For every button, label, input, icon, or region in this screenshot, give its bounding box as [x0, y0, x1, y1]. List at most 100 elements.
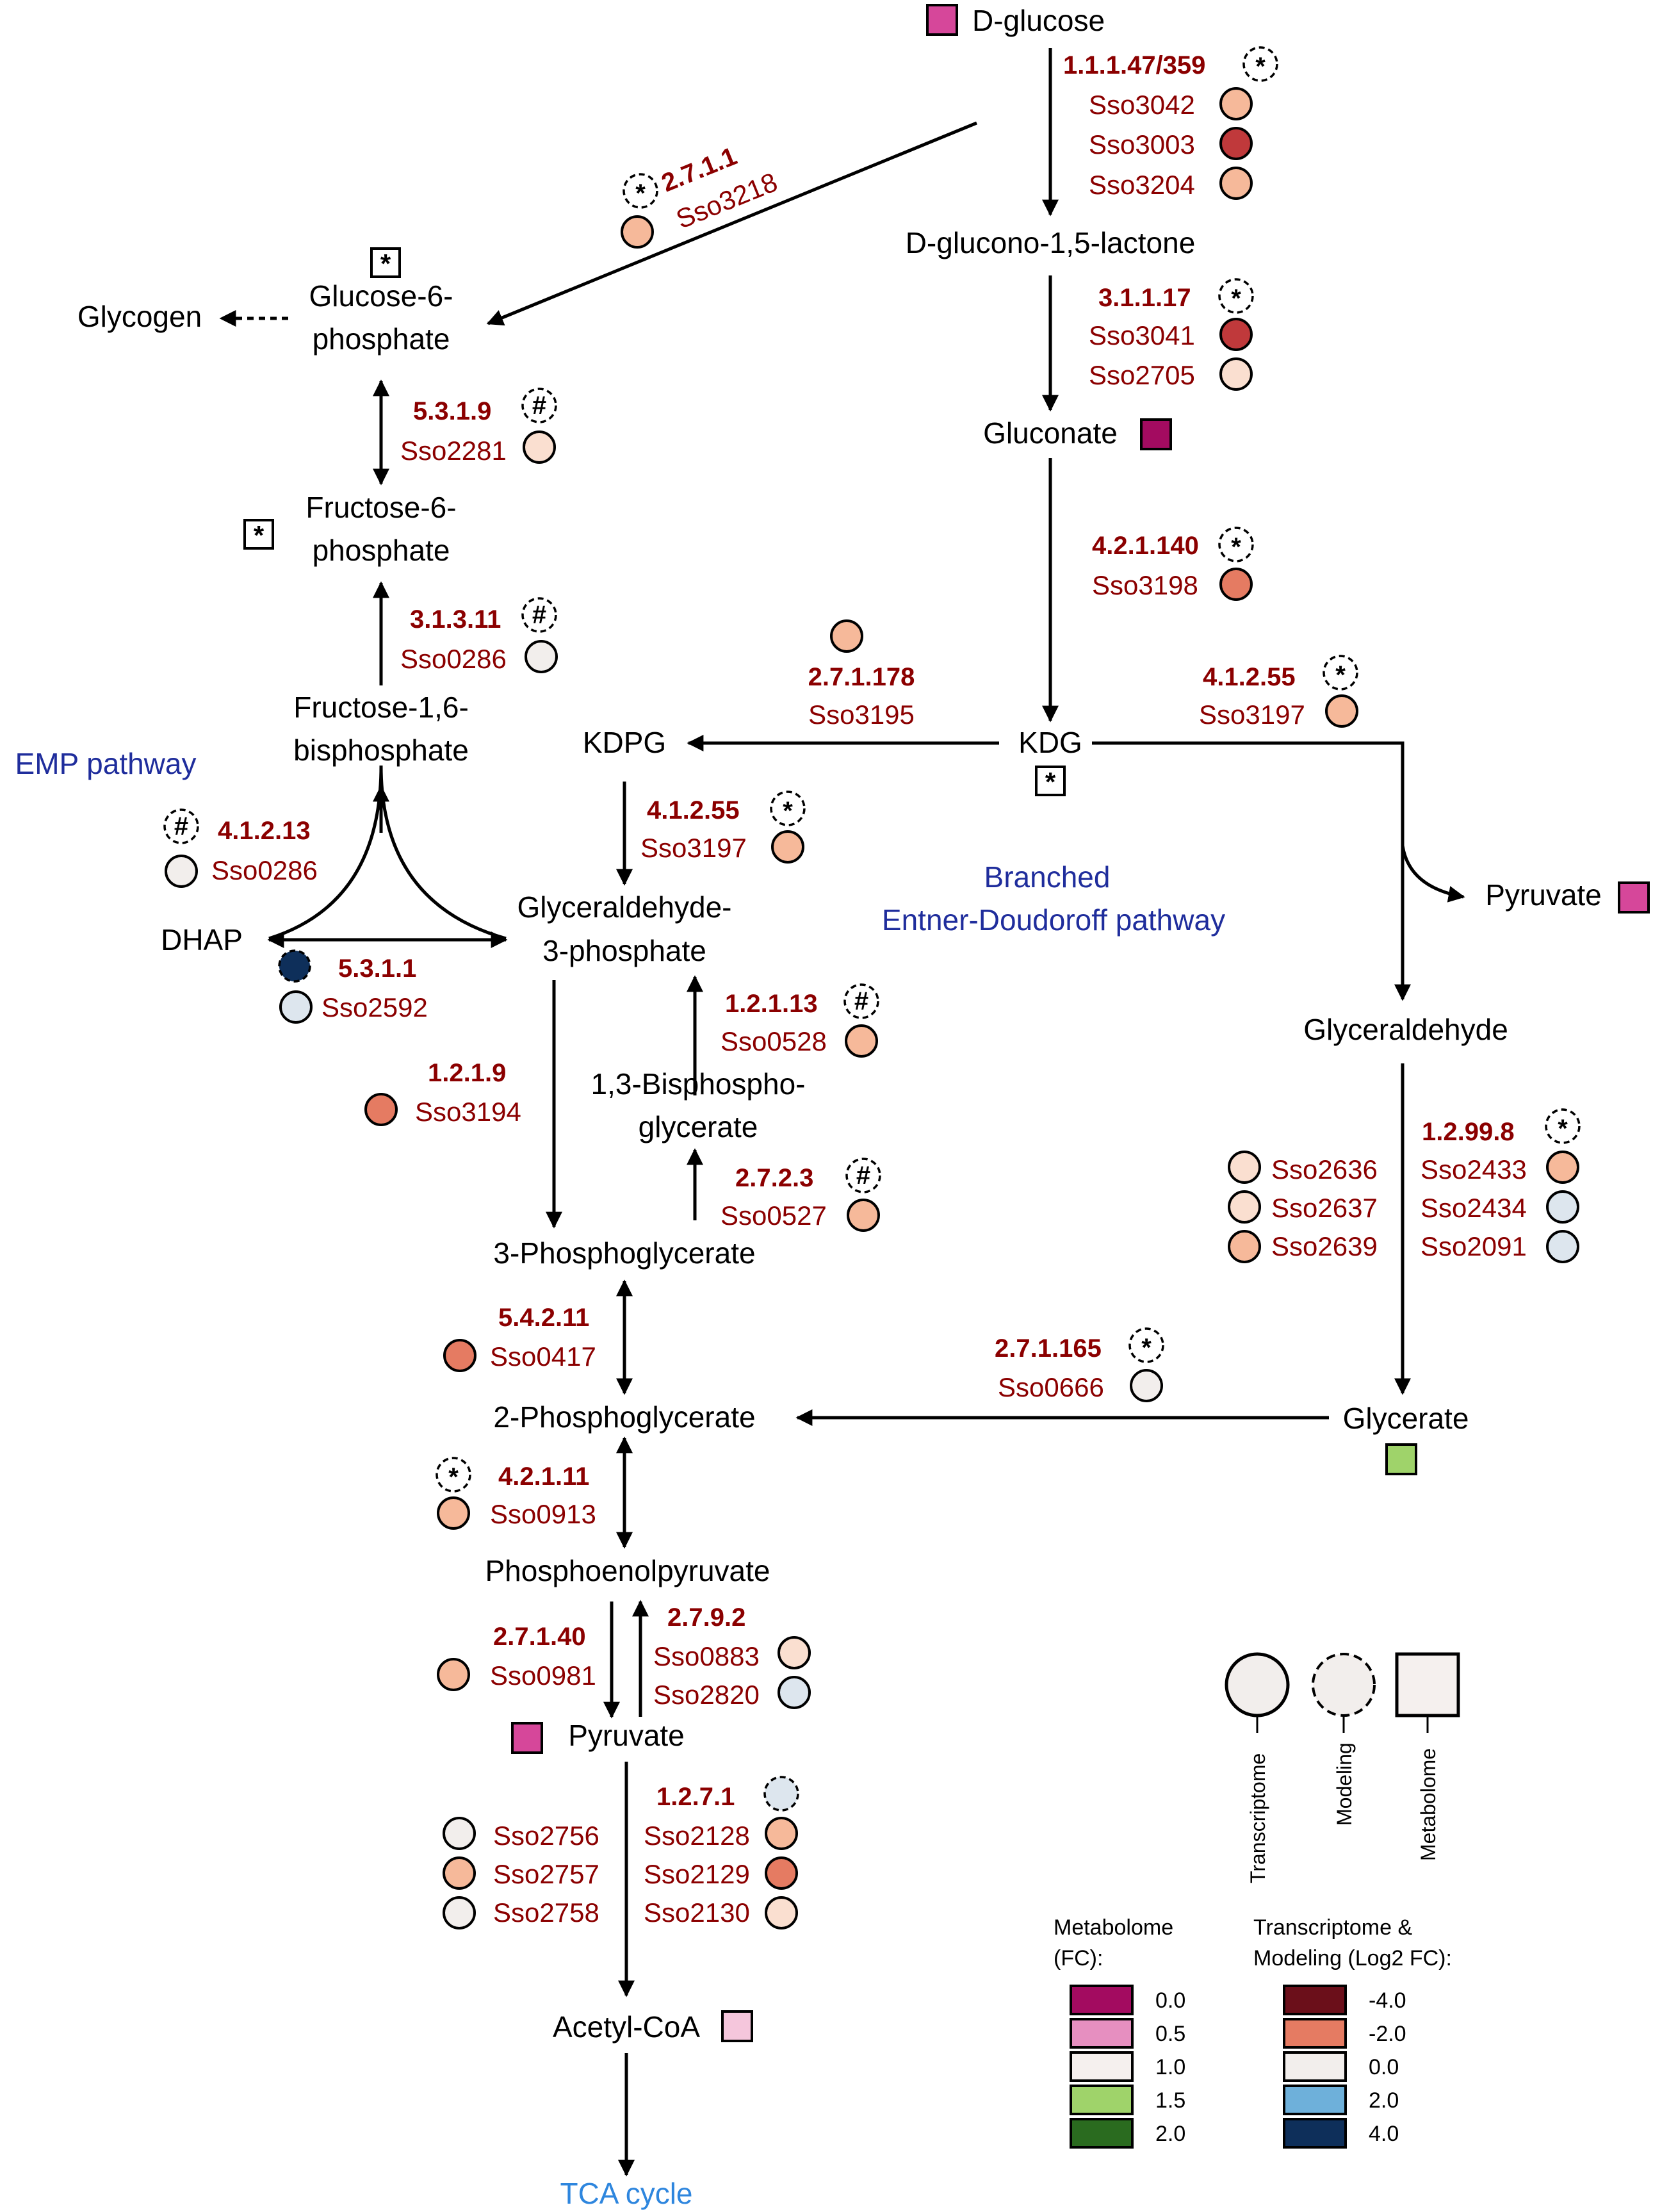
gene-label: Sso3197	[1199, 700, 1305, 730]
fc-circle	[443, 1817, 476, 1850]
asterisk-icon: *	[380, 249, 391, 279]
arrow-kdg-to-glyceraldehyde	[1092, 741, 1411, 1001]
metabolite-g6p-line2: phosphate	[313, 322, 450, 356]
metabolite-fbp-line2: bisphosphate	[293, 733, 469, 767]
asterisk-icon: *	[254, 520, 265, 550]
legend-modeling-shape	[1312, 1653, 1376, 1717]
legend-value: 1.5	[1155, 2088, 1185, 2113]
gene-label: Sso2820	[653, 1680, 760, 1710]
ec-label: 5.4.2.11	[498, 1304, 589, 1332]
ec-label: 3.1.1.17	[1098, 284, 1191, 312]
gene-label: Sso2639	[1271, 1231, 1378, 1261]
ec-label: 4.1.2.13	[218, 817, 311, 845]
fc-circle	[523, 430, 556, 464]
ec-label: 4.2.1.11	[498, 1462, 589, 1491]
gene-label: Sso2637	[1271, 1193, 1378, 1223]
legend-transcriptome-scale: -4.0-2.00.02.04.0	[1283, 1985, 1406, 2149]
metabolome-square-glycerate	[1385, 1443, 1417, 1475]
legend-transcriptome-shape	[1225, 1652, 1290, 1717]
gene-label: Sso0527	[721, 1200, 827, 1231]
hash-icon: #	[532, 391, 546, 420]
gene-label: Sso2756	[493, 1821, 599, 1851]
arrow-fbp-split-right	[379, 765, 507, 940]
legend-swatch	[1070, 2018, 1134, 2049]
fc-circle	[621, 215, 654, 249]
fc-circle	[437, 1658, 470, 1691]
gene-label: Sso0883	[653, 1641, 760, 1671]
legend-swatch	[1283, 2051, 1347, 2082]
metabolite-g6p-line1: Glucose-6-	[309, 279, 453, 313]
fc-circle	[847, 1199, 880, 1232]
fc-circle	[778, 1636, 811, 1669]
metabolome-square-acetyl-coa	[721, 2010, 753, 2042]
gene-label: Sso3042	[1089, 90, 1195, 120]
hash-icon: #	[854, 987, 868, 1015]
ec-label: 1.1.1.47/359	[1063, 51, 1205, 79]
boxed-asterisks: * * *	[243, 247, 1066, 797]
ec-label: 2.7.2.3	[735, 1164, 813, 1192]
legend-swatch	[1070, 2085, 1134, 2115]
arrow-to-side-pyruvate	[1401, 845, 1465, 903]
gene-label: Sso0286	[400, 644, 507, 674]
fc-circle	[1228, 1230, 1261, 1263]
legend: Transcriptome Modeling Metabolome Metabo…	[1054, 1652, 1460, 2149]
gene-label: Sso0528	[721, 1026, 827, 1056]
fc-circle	[771, 830, 804, 864]
gene-label: Sso0666	[998, 1372, 1104, 1402]
legend-swatch	[1283, 1985, 1347, 2015]
legend-key-metabolome: Metabolome	[1417, 1748, 1440, 1861]
metabolite-fbp-line1: Fructose-1,6-	[293, 691, 469, 724]
hash-icon: #	[856, 1161, 870, 1190]
pathway-bed-line1: Branched	[984, 860, 1111, 894]
fc-circle	[279, 990, 313, 1024]
legend-transcriptome-title: Transcriptome &	[1253, 1915, 1412, 1940]
metabolite-acetyl-coa: Acetyl-CoA	[553, 2010, 700, 2044]
fc-circle	[1546, 1190, 1579, 1224]
fc-circle	[1219, 167, 1253, 200]
asterisk-icon: *	[1231, 284, 1241, 313]
gene-label: Sso2130	[644, 1897, 750, 1928]
legend-metabolome-shape	[1395, 1652, 1460, 1717]
fc-circle	[845, 1024, 878, 1058]
asterisk-icon: *	[1045, 767, 1056, 797]
fc-circle-tpi-model	[278, 949, 311, 983]
metabolite-glycogen: Glycogen	[77, 300, 202, 333]
gene-label: Sso3198	[1092, 570, 1198, 600]
gene-label: Sso3197	[640, 833, 747, 863]
legend-value: 4.0	[1369, 2122, 1399, 2146]
pathway-bed-line2: Entner-Doudoroff pathway	[882, 903, 1225, 937]
gene-label: Sso3003	[1089, 129, 1195, 160]
ec-label: 4.1.2.55	[647, 796, 740, 824]
metabolome-square-pyruvate-side	[1618, 881, 1650, 913]
legend-value: 1.0	[1155, 2055, 1185, 2079]
legend-key-transcriptome: Transcriptome	[1246, 1753, 1269, 1883]
legend-swatch	[1283, 2018, 1347, 2049]
metabolite-kdg: KDG	[1018, 726, 1082, 759]
legend-value: -2.0	[1369, 2022, 1406, 2046]
ec-label: 2.7.9.2	[667, 1603, 745, 1632]
ec-label: 2.7.1.178	[808, 663, 915, 691]
gene-label: Sso0913	[490, 1499, 596, 1529]
gene-label: Sso2434	[1421, 1193, 1527, 1223]
metabolite-bpg-line1: 1,3-Bisphospho-	[591, 1067, 806, 1101]
gene-label: Sso0417	[490, 1341, 596, 1372]
fc-circle	[765, 1817, 798, 1850]
legend-swatch	[1070, 2051, 1134, 2082]
gene-label: Sso2281	[400, 436, 507, 466]
pathway-emp: EMP pathway	[15, 747, 197, 780]
fc-circle	[1228, 1151, 1261, 1184]
metabolite-glyceraldehyde: Glyceraldehyde	[1303, 1013, 1508, 1046]
legend-key-modeling: Modeling	[1333, 1742, 1356, 1826]
ec-label: 2.7.1.165	[995, 1334, 1102, 1363]
metabolite-glycerate: Glycerate	[1343, 1402, 1469, 1435]
gene-label: Sso2705	[1089, 360, 1195, 390]
legend-metabolome-title: Metabolome	[1054, 1915, 1173, 1940]
fc-circle	[765, 1896, 798, 1929]
ec-label: 1.2.7.1	[656, 1783, 735, 1811]
asterisk-icon: *	[1255, 53, 1266, 81]
enzyme-annotations: 1.1.1.47/359 Sso3042 Sso3003 Sso3204 2.7…	[211, 51, 1527, 1928]
metabolome-square-pyruvate	[511, 1722, 543, 1754]
legend-metabolome-scale: 0.00.51.01.52.0	[1070, 1985, 1185, 2149]
metabolome-square-d-glucose	[926, 4, 958, 36]
